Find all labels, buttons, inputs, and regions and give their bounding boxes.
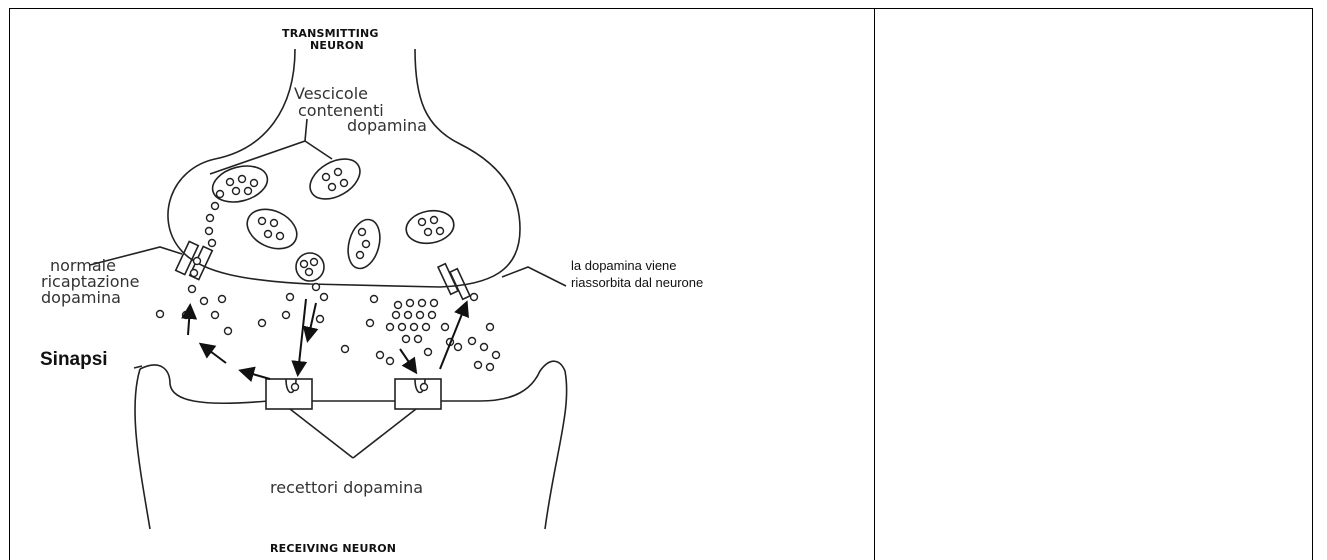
- vesicle: [209, 160, 272, 207]
- synapse-label: Sinapsi: [40, 350, 108, 369]
- vesicle: [404, 207, 457, 247]
- transmitting-neuron-label-1: TRANSMITTING: [282, 28, 379, 39]
- table-column-divider: [874, 8, 875, 560]
- reuptake-transporter: [438, 264, 458, 295]
- dopamine-receptor: [395, 379, 441, 409]
- vesicle: [303, 151, 367, 207]
- vesicles-label-3: dopamina: [347, 118, 427, 134]
- receiving-neuron-label: RECEIVING NEURON: [270, 543, 396, 554]
- reabsorbed-label-1: la dopamina viene: [571, 259, 677, 272]
- vesicle-fusing: [296, 253, 324, 281]
- dopamine-receptor: [266, 379, 312, 409]
- receiving-neuron-outline: [140, 361, 567, 529]
- receptors-label: recettori dopamina: [270, 480, 423, 496]
- vesicles-label-1: Vescicole: [294, 86, 368, 102]
- vesicle: [241, 202, 303, 257]
- transmitting-neuron-label-2: NEURON: [310, 40, 364, 51]
- reabsorbed-label-2: riassorbita dal neurone: [571, 276, 703, 289]
- reuptake-label-3: dopamina: [41, 290, 121, 306]
